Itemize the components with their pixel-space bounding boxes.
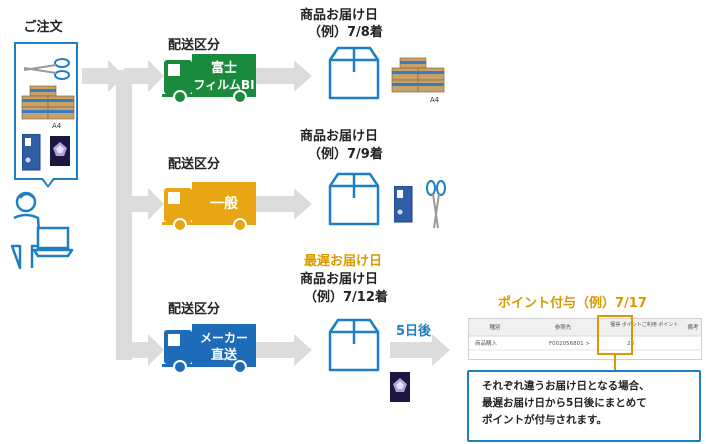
route1-section-label: 配送区分 — [168, 38, 221, 53]
callout-box — [467, 370, 701, 442]
route3-truck-icon: メーカー 直送 — [162, 324, 256, 374]
points-table: 種別 参照先 獲得 ポイント ご利用 ポイント 備考 商品購入 F0020568… — [468, 318, 702, 360]
route2-delivery-example: （例）7/9着 — [308, 147, 383, 162]
callout-line1: それぞれ違うお届け日となる場合、 — [482, 380, 650, 392]
points-table-header-earned: 獲得 ポイント — [610, 321, 642, 328]
points-table-header-ref: 参照先 — [555, 323, 572, 331]
order-a4-label: A4 — [52, 122, 62, 130]
route1-truck-line2: フィルムBI — [193, 78, 254, 92]
route3-truck-line2: 直送 — [211, 347, 238, 363]
points-table-header-type: 種別 — [489, 323, 500, 331]
route2-truck-line1: 一般 — [210, 195, 238, 212]
paper-box-stack-icon — [21, 85, 75, 120]
route1-truck-line1: 富士 — [211, 60, 237, 76]
callout-line2: 最遅お届け日から5日後にまとめて — [482, 397, 647, 409]
person-with-laptop-icon — [10, 191, 74, 270]
points-table-cell-earned: 23 — [627, 341, 634, 347]
route3-truck-line1: メーカー — [200, 331, 248, 345]
route1-box-icon — [328, 46, 380, 100]
after-days-label: 5日後 — [396, 324, 432, 339]
points-title: ポイント付与（例）7/17 — [498, 296, 647, 311]
scissors-icon — [23, 58, 70, 80]
earned-points-highlight — [597, 315, 633, 372]
points-table-header-used: ご利用 ポイント — [642, 321, 679, 328]
callout-text: それぞれ違うお届け日となる場合、 最遅お届け日から5日後にまとめて ポイントが付… — [482, 378, 694, 429]
route1-delivery-example: （例）7/8着 — [308, 25, 383, 40]
route2-scissors-icon — [426, 180, 446, 229]
route3-section-label: 配送区分 — [168, 302, 221, 317]
route2-truck-icon: 一般 — [162, 182, 256, 232]
order-title: ご注文 — [23, 20, 63, 35]
route3-delivery-example: （例）7/12着 — [304, 290, 388, 305]
route2-box-icon — [328, 172, 380, 226]
callout-line3: ポイントが付与されます。 — [482, 414, 607, 426]
route1-truck-icon: 富士 フィルムBI — [162, 54, 256, 104]
route3-latest-label: 最遅お届け日 — [304, 254, 383, 269]
route3-box-icon — [328, 318, 380, 372]
binder-icon — [22, 134, 41, 171]
points-table-header-note: 備考 — [687, 323, 699, 331]
points-table-cell-type: 商品購入 — [475, 339, 498, 347]
points-table-cell-ref: F002056801 > — [549, 341, 590, 347]
route3-product-package-icon — [390, 372, 410, 402]
route2-delivery-title: 商品お届け日 — [300, 129, 379, 144]
product-package-icon — [50, 136, 70, 166]
route1-paper-box-stack-icon — [391, 57, 445, 93]
route2-binder-icon — [394, 186, 413, 223]
route3-delivery-title: 商品お届け日 — [300, 272, 379, 287]
route1-a4-label: A4 — [430, 96, 440, 104]
route2-section-label: 配送区分 — [168, 157, 221, 172]
route1-delivery-title: 商品お届け日 — [300, 8, 379, 23]
